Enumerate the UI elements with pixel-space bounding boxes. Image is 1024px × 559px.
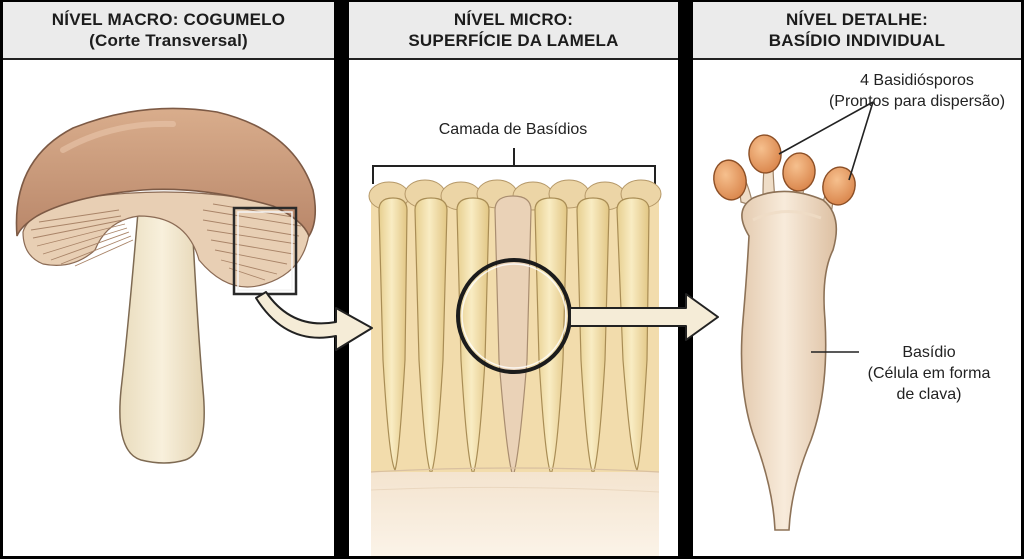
- panel-macro: NÍVEL MACRO: COGUMELO (Corte Transversal…: [3, 2, 334, 556]
- gill-lines: [30, 203, 302, 281]
- basidia-layer-label: Camada de Basídios: [438, 121, 588, 138]
- panel-micro-title: NÍVEL MICRO:: [453, 10, 574, 29]
- panel-detail-title: NÍVEL DETALHE:: [786, 10, 928, 29]
- panel-micro: NÍVEL MICRO: SUPERFÍCIE DA LAMELA Camada…: [349, 2, 678, 556]
- panel-macro-header: NÍVEL MACRO: COGUMELO (Corte Transversal…: [3, 2, 334, 60]
- panel-detail-header: NÍVEL DETALHE: BASÍDIO INDIVIDUAL: [693, 2, 1021, 60]
- panel-detail: NÍVEL DETALHE: BASÍDIO INDIVIDUAL: [693, 2, 1021, 556]
- spores-label-line2: (Prontos para dispersão): [828, 93, 1006, 110]
- highlighted-basidium: [494, 195, 532, 478]
- lamella-base: [371, 472, 659, 556]
- spores-label-line1: 4 Basidiósporos: [860, 72, 974, 89]
- panel-macro-subtitle: (Corte Transversal): [89, 31, 248, 50]
- spores-label: 4 Basidiósporos (Prontos para dispersão): [813, 70, 1021, 112]
- panel-macro-body: [3, 60, 334, 556]
- basidium-illustration: [713, 101, 874, 531]
- basidium-label-line1: Basídio: [902, 344, 956, 361]
- basidium-cell: [740, 190, 838, 531]
- basidium-label-line3: de clava): [896, 386, 962, 403]
- panel-micro-body: Camada de Basídios: [349, 60, 678, 556]
- basidium-label: Basídio (Célula em forma de clava): [849, 342, 1009, 405]
- basidium-label-line2: (Célula em forma: [867, 365, 991, 382]
- mushroom-cap: [15, 107, 317, 238]
- lamella-illustration: [368, 148, 662, 556]
- mushroom-illustration: [15, 107, 317, 464]
- panel-detail-subtitle: BASÍDIO INDIVIDUAL: [768, 31, 946, 50]
- panel-macro-title: NÍVEL MACRO: COGUMELO: [51, 10, 286, 29]
- panel-micro-header: NÍVEL MICRO: SUPERFÍCIE DA LAMELA: [349, 2, 678, 60]
- layer-bracket: [372, 148, 656, 184]
- basidiospores: [713, 134, 856, 206]
- mushroom-stem: [119, 199, 205, 464]
- panel-micro-subtitle: SUPERFÍCIE DA LAMELA: [408, 31, 619, 50]
- spore-leader-lines: [778, 101, 874, 181]
- panel-detail-body: 4 Basidiósporos (Prontos para dispersão)…: [693, 60, 1021, 556]
